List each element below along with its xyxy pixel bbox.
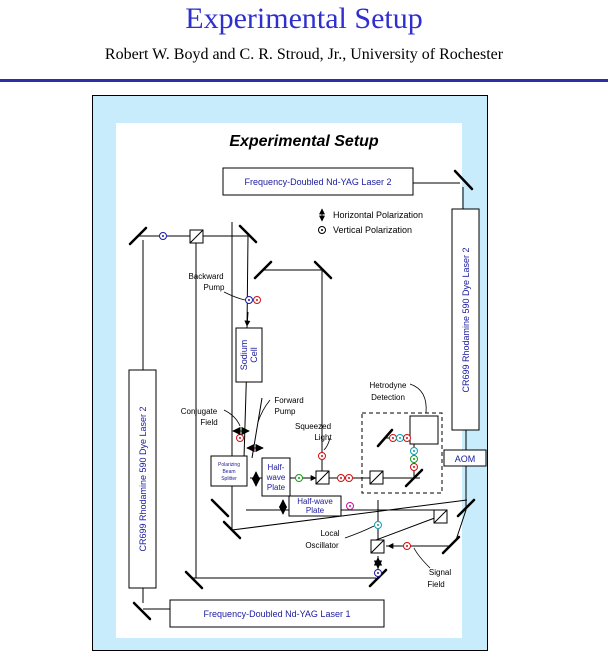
signal-field-label-1: Signal [429, 568, 451, 577]
slide-title: Experimental Setup [185, 2, 423, 35]
forward-pump-label-2: Pump [275, 407, 296, 416]
hwp1-label-3: Plate [267, 483, 286, 492]
legend-horizontal-label: Horizontal Polarization [333, 210, 423, 220]
beam-right-bottom [455, 509, 467, 541]
pol-marker-het-v3 [410, 463, 418, 471]
mirror-left-low [222, 520, 242, 540]
pol-marker-red-a [337, 474, 345, 482]
slide-subtitle: Robert W. Boyd and C. R. Stroud, Jr., Un… [104, 46, 504, 63]
sodium-cell-label-1: Sodium [239, 340, 249, 371]
mirror-signal [441, 535, 461, 555]
pbs-label-1: Polarizing [218, 462, 240, 468]
leader-signal-field [413, 547, 431, 569]
pol-marker-backward-red [253, 296, 261, 304]
mirror-top-center [238, 224, 258, 244]
hetrodyne-label-2: Detection [371, 393, 405, 402]
mirror-laser2 [453, 169, 474, 191]
dye-laser-right-label: CR699 Rhodamine 590 Dye Laser 2 [461, 247, 471, 392]
mirror-center-b [313, 260, 333, 280]
mirror-lo-bottom [368, 568, 388, 588]
mirror-hetrodyne-2 [404, 468, 424, 488]
local-oscillator-label-2: Oscillator [305, 541, 339, 550]
leader-hetrodyne [409, 383, 427, 414]
pol-marker-squeezed [318, 452, 326, 460]
beam-splitter-squeezed [315, 470, 330, 485]
leader-squeezed-light [323, 437, 331, 451]
beam-splitter-right [433, 509, 448, 524]
pol-marker-top [159, 232, 167, 240]
dye-laser-right-box [451, 208, 480, 431]
aom-label: AOM [455, 454, 476, 464]
conjugate-field-label-1: Conjugate [181, 407, 218, 416]
squeezed-light-label-2: Light [314, 433, 332, 442]
mirror-bottom-left [132, 601, 152, 621]
hwp2-label-2: Plate [306, 506, 325, 515]
mirror-bottom-inner [184, 570, 204, 590]
beam-splitter-lo [370, 539, 385, 554]
detector-box [409, 415, 439, 445]
signal-field-label-2: Field [427, 580, 444, 589]
beam-bs2-down [375, 515, 441, 541]
hetrodyne-label-1: Hetrodyne [370, 381, 407, 390]
hwp1-label-2: wave [266, 473, 286, 482]
pol-marker-het-1 [389, 434, 397, 442]
pol-marker-backward-blue [245, 296, 253, 304]
forward-pump-label-1: Forward [274, 396, 303, 405]
legend-vertical-dot [321, 229, 323, 231]
pbs-box [210, 455, 248, 487]
local-oscillator-label-1: Local [320, 529, 339, 538]
hwp1-box [261, 457, 291, 497]
sodium-cell-box [235, 327, 263, 383]
legend: Horizontal Polarization Vertical Polariz… [318, 208, 423, 235]
mirror-left-mid [210, 498, 230, 518]
pbs-label-2: Beam [222, 469, 235, 475]
pol-marker-hwp-green [295, 474, 303, 482]
pol-marker-lo-bottom [374, 569, 382, 577]
pol-marker-het-v1 [410, 447, 418, 455]
backward-pump-label-1: Backward [188, 272, 223, 281]
legend-vertical-label: Vertical Polarization [333, 225, 412, 235]
mirror-hetrodyne-1 [376, 428, 394, 448]
pol-marker-het-v2 [410, 455, 418, 463]
mirror-center-a [253, 260, 273, 280]
conjugate-field-label-2: Field [200, 418, 217, 427]
leader-local-oscillator [344, 525, 375, 539]
mirror-right-low [456, 498, 476, 518]
pol-marker-lo [374, 521, 382, 529]
leader-backward-pump [223, 291, 246, 301]
leader-forward-pump [257, 399, 271, 423]
pbs-label-3: Splitter [221, 476, 237, 482]
hetrodyne-enclosure [361, 412, 443, 494]
title-divider [0, 79, 608, 82]
dye-laser-left-label: CR699 Rhodamine 590 Dye Laser 2 [138, 406, 148, 551]
leader-conjugate-field [223, 409, 241, 427]
laser1-box [169, 599, 385, 628]
pol-marker-hwp2 [346, 502, 354, 510]
diagram-title: Experimental Setup [229, 133, 379, 150]
squeezed-light-label-1: Squeezed [295, 422, 331, 431]
pol-marker-red-b [345, 474, 353, 482]
laser2-box [222, 167, 414, 196]
hwp1-label-1: Half- [268, 463, 285, 472]
mirror-top-left [128, 226, 148, 246]
pol-marker-het-2 [396, 434, 404, 442]
sodium-cell-label-2: Cell [249, 347, 259, 363]
beam-splitter-top [189, 229, 204, 244]
beam-main-diag [231, 499, 468, 531]
beam-splitter-hetrodyne [369, 470, 384, 485]
laser1-label: Frequency-Doubled Nd-YAG Laser 1 [204, 609, 351, 619]
pol-marker-conjugate [236, 434, 244, 442]
pol-marker-signal [403, 542, 411, 550]
backward-pump-label-2: Pump [204, 283, 225, 292]
hwp2-label-1: Half-wave [297, 497, 333, 506]
dye-laser-left-box [128, 369, 157, 589]
laser2-label: Frequency-Doubled Nd-YAG Laser 2 [245, 177, 392, 187]
pol-marker-het-3 [403, 434, 411, 442]
diagram-panel [116, 123, 462, 638]
beam-backward-pump-diag [246, 235, 249, 329]
hwp2-box [288, 495, 342, 517]
aom-box [443, 449, 487, 467]
arrow-backward-pump [244, 311, 251, 327]
